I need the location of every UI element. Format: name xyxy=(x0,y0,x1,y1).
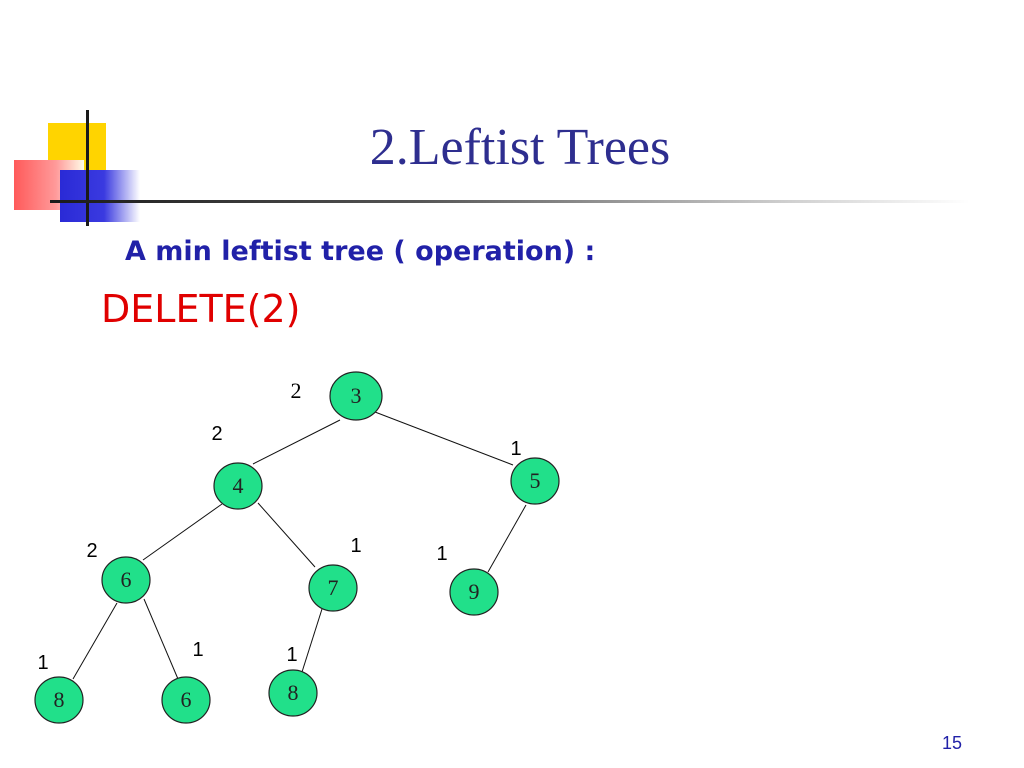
tree-edge-n4-n7 xyxy=(257,502,316,568)
tree-node-circle xyxy=(34,676,84,724)
tree-node-circle xyxy=(268,669,318,717)
tree-node-circle xyxy=(101,556,151,604)
tree-node-n8a: 81 xyxy=(34,652,84,724)
tree-node-key: 6 xyxy=(181,687,192,712)
page-number: 15 xyxy=(941,733,962,753)
tree-node-key: 8 xyxy=(54,687,65,712)
slide-subtitle: A min leftist tree ( operation) : xyxy=(125,236,596,267)
tree-node-circle xyxy=(329,371,383,421)
tree-node-rank: 1 xyxy=(436,543,447,565)
tree-edge-n6-n6b xyxy=(143,598,179,680)
tree-node-rank: 1 xyxy=(510,438,521,460)
tree-edge-n4-n6 xyxy=(142,503,223,561)
tree-node-key: 4 xyxy=(233,473,244,498)
tree-node-key: 5 xyxy=(530,468,541,493)
tree-node-circle xyxy=(510,457,560,505)
tree-node-key: 9 xyxy=(469,579,480,604)
tree-edge-n7-n8b xyxy=(301,608,323,673)
decor-vertical-line xyxy=(86,110,89,226)
tree-node-n3: 32 xyxy=(291,371,383,421)
tree-node-n6: 62 xyxy=(86,540,151,604)
tree-edge-n3-n5 xyxy=(374,411,514,466)
tree-node-key: 8 xyxy=(288,680,299,705)
tree-node-circle xyxy=(161,676,211,724)
slide-title: 2.Leftist Trees xyxy=(369,119,671,176)
tree-node-rank: 1 xyxy=(350,535,361,557)
tree-node-circle xyxy=(213,462,263,510)
tree-node-key: 7 xyxy=(328,575,339,600)
tree-node-rank: 1 xyxy=(192,639,203,661)
tree-node-n6b: 61 xyxy=(161,639,211,724)
tree-node-n8b: 81 xyxy=(268,644,318,717)
tree-node-n9: 91 xyxy=(436,543,499,616)
tree-node-n4: 42 xyxy=(211,423,263,510)
tree-edge-n3-n4 xyxy=(252,419,341,465)
tree-node-rank: 2 xyxy=(86,540,97,562)
tree-node-rank: 1 xyxy=(286,644,297,666)
tree-node-circle xyxy=(308,564,358,612)
tree-node-key: 6 xyxy=(121,567,132,592)
tree-node-rank: 2 xyxy=(291,378,302,403)
tree-node-n7: 71 xyxy=(308,535,362,612)
tree-node-n5: 51 xyxy=(510,438,560,505)
tree-node-key: 3 xyxy=(351,383,362,408)
title-underline xyxy=(50,200,970,203)
decor-blue-square xyxy=(60,170,140,222)
tree-edge-n6-n8a xyxy=(72,602,118,680)
tree-edge-n5-n9 xyxy=(487,504,527,573)
tree-node-circle xyxy=(449,568,499,616)
tree-node-rank: 2 xyxy=(211,423,222,445)
operation-label: DELETE(2) xyxy=(101,287,301,331)
tree-node-rank: 1 xyxy=(37,652,48,674)
